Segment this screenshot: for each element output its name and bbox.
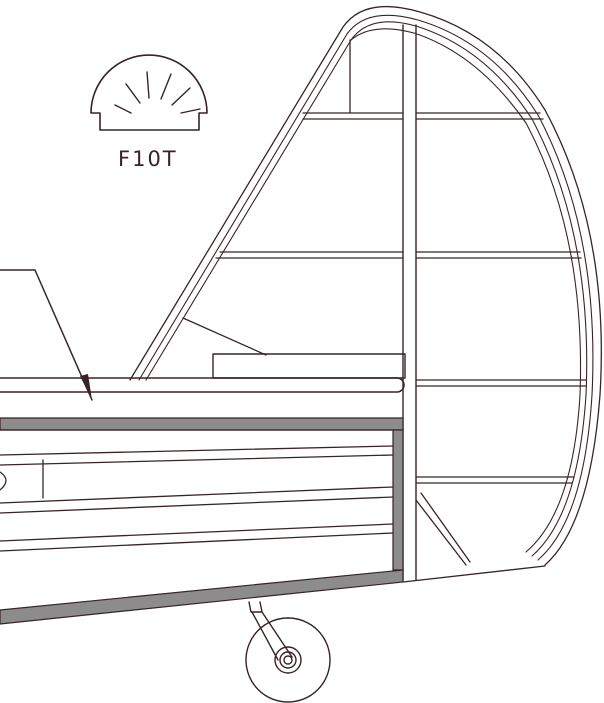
former-f10t-callout: F10T [90,54,208,171]
tail-wheel-hub [274,646,302,674]
tail-wheel-strut [248,601,293,661]
rear-post [392,429,404,571]
upper-longeron [0,417,404,431]
lower-longeron [0,569,404,625]
arrowhead [80,374,92,400]
fin-ribs [182,39,587,566]
sternpost [402,24,417,581]
former-ribs [114,71,201,114]
leader-arrow [0,269,93,401]
tail-wheel [245,601,331,703]
former-label: F10T [118,147,178,171]
former-outline [90,54,208,131]
tail-wheel-tire [245,617,331,703]
fuselage-frame [0,417,404,625]
fuselage-stringers [0,429,546,583]
horizontal-stabilizer [0,353,406,393]
stabilizer-block [212,353,406,379]
fin-outline [129,5,602,566]
